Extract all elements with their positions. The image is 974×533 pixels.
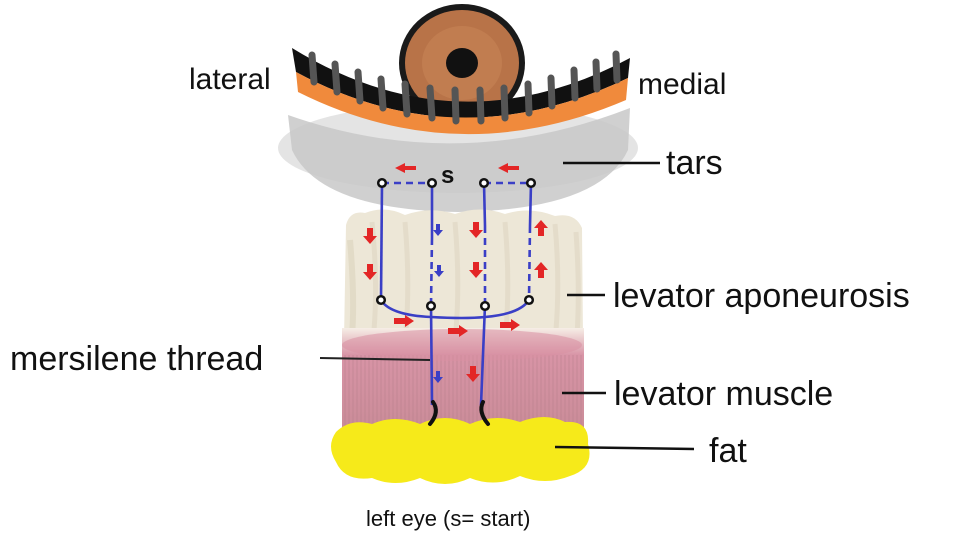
label-medial: medial — [638, 70, 726, 100]
label-levator-aponeurosis: levator aponeurosis — [613, 279, 910, 313]
label-levator-muscle: levator muscle — [614, 377, 833, 411]
label-tars: tars — [666, 146, 723, 180]
label-mersilene-thread: mersilene thread — [10, 342, 263, 376]
label-lateral: lateral — [189, 65, 271, 95]
suture-vert-1 — [381, 183, 382, 300]
pupil — [446, 48, 478, 78]
label-start-marker: s — [441, 164, 454, 188]
levator-aponeurosis-layer — [344, 209, 583, 340]
figure-caption: left eye (s= start) — [366, 508, 530, 530]
label-fat: fat — [709, 434, 747, 468]
suture-vert-4 — [530, 183, 531, 226]
fat-layer — [331, 417, 590, 484]
suture-vert-3 — [484, 183, 485, 226]
suture-strand-left — [431, 305, 432, 405]
